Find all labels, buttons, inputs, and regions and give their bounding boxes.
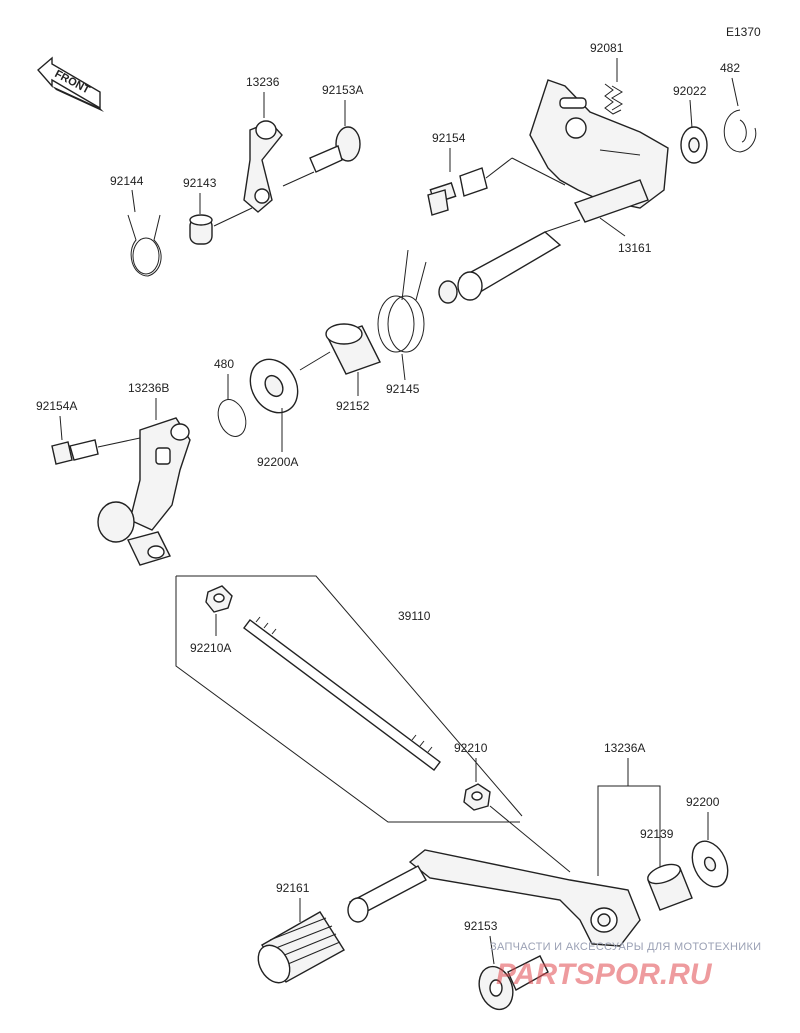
circlip-482-part [723, 109, 757, 153]
tie-rod-39110-part [243, 616, 441, 771]
front-arrow-icon: FRONT [37, 56, 104, 112]
washer-92022-part [680, 126, 708, 164]
lever-13236-part [243, 120, 283, 213]
circlip-480-part [217, 399, 247, 437]
label-92022: 92022 [673, 84, 707, 98]
label-92210: 92210 [454, 741, 488, 755]
label-13236A: 13236A [604, 741, 645, 755]
label-92145: 92145 [386, 382, 420, 396]
spring-92144-part [127, 214, 162, 277]
label-92144: 92144 [110, 174, 144, 188]
nut-92210-part [463, 783, 491, 811]
watermark-brand: PARTSPOR.RU [496, 958, 713, 991]
shift-shaft-plate-13161-part [438, 79, 669, 304]
label-92081: 92081 [590, 41, 624, 55]
nut-92210A-part [205, 585, 233, 613]
label-13161: 13161 [618, 241, 652, 255]
lever-13236B-part [97, 417, 191, 566]
label-92161: 92161 [276, 881, 310, 895]
label-92200: 92200 [686, 795, 720, 809]
label-92139: 92139 [640, 827, 674, 841]
spring-92081-part [604, 58, 623, 115]
label-482: 482 [720, 61, 740, 75]
label-92153A: 92153A [322, 83, 363, 97]
diagram-code: E1370 [726, 25, 761, 39]
bolt-92153A-part [309, 126, 361, 173]
label-92153: 92153 [464, 919, 498, 933]
label-92154: 92154 [432, 131, 466, 145]
label-92200A: 92200A [257, 455, 298, 469]
bolt-92154A-part [51, 439, 99, 465]
spring-92145-part [377, 249, 427, 353]
label-92154A: 92154A [36, 399, 77, 413]
watermark-tagline: ЗАПЧАСТИ И АКСЕССУАРЫ ДЛЯ МОТОТЕХНИКИ [490, 941, 761, 953]
label-480: 480 [214, 357, 234, 371]
collar-92152-part [325, 323, 381, 375]
label-13236B: 13236B [128, 381, 169, 395]
label-92152: 92152 [336, 399, 370, 413]
bolt-92154-part [427, 167, 488, 216]
shift-pedal-13236A-part [347, 849, 641, 947]
washer-92200-part [691, 840, 729, 888]
label-39110: 39110 [398, 609, 431, 623]
label-13236: 13236 [246, 75, 280, 89]
collar-92143-part [189, 214, 213, 245]
washer-92200A-part [249, 358, 299, 414]
label-92210A: 92210A [190, 641, 231, 655]
pedal-rubber-92161-part [257, 911, 345, 984]
collar-92139-part [647, 863, 693, 911]
bolt-92153-part [478, 955, 549, 1011]
label-92143: 92143 [183, 176, 217, 190]
